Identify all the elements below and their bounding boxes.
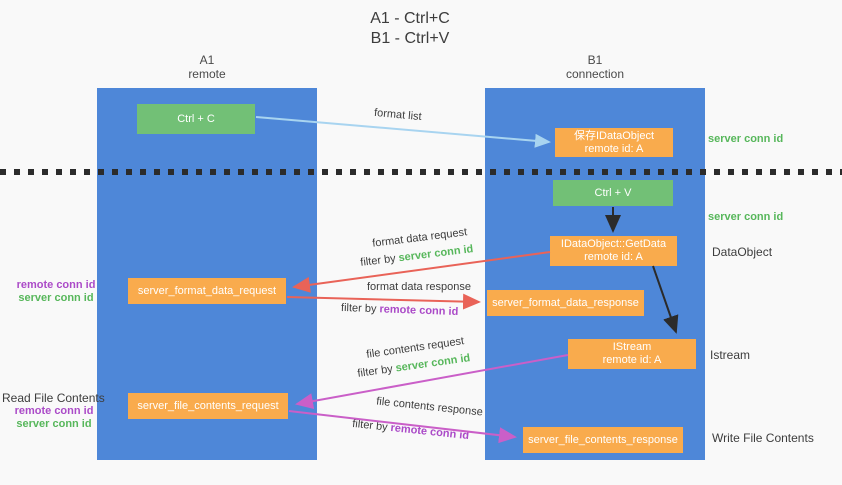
format-data-response-label: format data response <box>367 281 471 293</box>
remote-conn-id-left-label: remote conn id <box>14 405 94 417</box>
remote-conn-id-text: remote conn id <box>389 421 470 443</box>
istream-line1: IStream <box>612 341 652 353</box>
istream-line2: remote id: A <box>602 354 662 366</box>
save-idataobject-line2: remote id: A <box>584 142 644 155</box>
remote-conn-id-left-label: remote conn id <box>16 279 96 291</box>
server-conn-id-text: server conn id <box>397 243 474 265</box>
title-line-2: B1 - Ctrl+V <box>370 30 450 47</box>
remote-conn-id-text: remote conn id <box>379 303 459 319</box>
istream-node: IStream remote id: A <box>568 339 696 369</box>
save-idataobject-line1: 保存IDataObject <box>573 129 655 142</box>
write-file-contents-label: Write File Contents <box>712 431 814 445</box>
file-request-label: server_file_contents_request <box>137 399 279 412</box>
title-line-1: A1 - Ctrl+C <box>370 10 450 27</box>
filter-by-text: filter by <box>351 417 389 434</box>
getdata-line2: remote id: A <box>584 251 643 263</box>
istream-side-label: Istream <box>710 348 751 362</box>
server-conn-id-right-mid-label: server conn id <box>708 211 784 223</box>
format-request-label: server_format_data_request <box>137 284 277 297</box>
conn-id-pair-format: remote conn id server conn id <box>14 279 98 305</box>
filter-by-text: filter by <box>359 252 397 269</box>
column-b-id: B1 <box>587 53 603 67</box>
dataobject-label: DataObject <box>712 245 773 259</box>
ctrl-v-node: Ctrl + V <box>553 180 673 206</box>
server-conn-id-left-label: server conn id <box>16 418 92 430</box>
ctrl-c-label: Ctrl + C <box>177 112 215 125</box>
format-response-label: server_format_data_response <box>492 296 639 309</box>
column-header-a1: A1 remote <box>97 53 317 81</box>
server-file-contents-request-node: server_file_contents_request <box>128 393 288 419</box>
server-conn-id-right-top-label: server conn id <box>708 133 784 145</box>
server-format-data-response-node: server_format_data_response <box>487 290 644 316</box>
server-conn-id-left-label: server conn id <box>18 292 94 304</box>
idataobject-getdata-node: IDataObject::GetData remote id: A <box>550 236 677 266</box>
read-file-contents-label: Read File Contents <box>2 391 105 405</box>
server-file-contents-response-node: server_file_contents_response <box>523 427 683 453</box>
getdata-line1: IDataObject::GetData <box>560 238 667 250</box>
file-contents-response-label: file contents response <box>375 395 484 419</box>
filter-by-text: filter by <box>340 301 377 316</box>
ctrl-c-node: Ctrl + C <box>137 104 255 134</box>
format-list-label: format list <box>373 106 423 124</box>
column-a-label: remote <box>188 67 226 81</box>
conn-id-pair-file: remote conn id server conn id <box>14 405 94 431</box>
server-conn-id-text: server conn id <box>394 352 471 375</box>
server-format-data-request-node: server_format_data_request <box>128 278 286 304</box>
save-idataobject-node: 保存IDataObject remote id: A <box>555 128 673 157</box>
column-a-id: A1 <box>199 53 215 67</box>
ctrl-v-label: Ctrl + V <box>594 186 632 199</box>
column-b-label: connection <box>565 67 625 81</box>
diagram-title: A1 - Ctrl+C B1 - Ctrl+V <box>310 9 510 49</box>
column-header-b1: B1 connection <box>485 53 705 81</box>
filter-by-text: filter by <box>356 363 394 380</box>
file-response-label: server_file_contents_response <box>528 433 678 446</box>
